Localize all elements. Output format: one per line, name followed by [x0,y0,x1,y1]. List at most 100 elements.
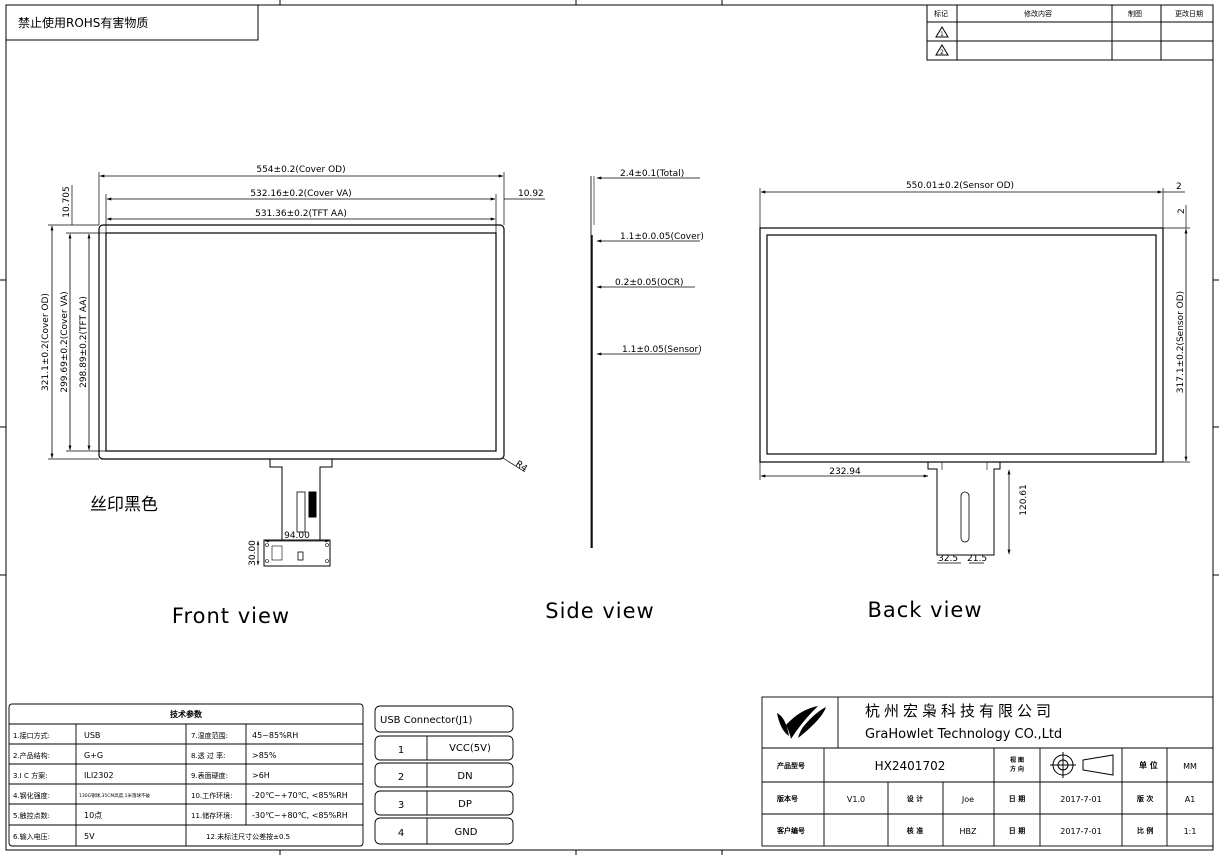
dim-top-offset: 10.705 [62,186,72,218]
dim-right-offset: 10.92 [518,189,544,199]
spec-label: 3.I C 方案: [13,771,47,780]
dim-sensor-od-h: 317.1±0.2(Sensor OD) [1176,291,1186,393]
label-approver: 核 准 [907,826,923,835]
spec-row-5: 5.触控点数: 10点 11.储存环境: -30℃~+80℃, <85%RH [13,811,348,820]
projection-symbol-icon [1050,752,1114,778]
spec-value: 5V [84,832,95,841]
dim-sensor-od-w: 550.01±0.2(Sensor OD) [906,181,1014,191]
dim-corner-radius: R4 [513,459,529,474]
rev-row-2: 2 [940,49,944,56]
usb-pin-number: 4 [398,828,404,839]
unit-value: MM [1183,762,1197,771]
back-view-drawing [759,188,1190,564]
approver-value: HBZ [960,827,978,836]
spec-label: 5.触控点数: [13,811,50,820]
dim-right-gap: 2 [1176,182,1182,192]
rev-header-drawer: 制图 [1128,9,1142,18]
scale-value: 1:1 [1184,827,1197,836]
label-view-direction-b: 方 向 [1010,765,1024,773]
dim-tft-aa-h: 298.89±0.2(TFT AA) [79,296,89,388]
dim-fpc-w1: 32.5 [938,554,958,564]
print-color-note: 丝印黑色 [90,495,158,515]
usb-pin-number: 2 [398,772,404,783]
spec-label: 11.储存环境: [191,811,233,820]
side-view-drawing [590,176,700,548]
dim-cover-thickness: 1.1±0.0.05(Cover) [620,232,704,242]
label-unit: 单 位 [1139,760,1158,770]
dim-sensor-thickness: 1.1±0.05(Sensor) [622,345,702,355]
usb-pin-name: DP [458,799,472,810]
label-approve-date: 日 期 [1009,826,1025,835]
sheet-border [5,4,1214,851]
usb-connector-frames [374,705,514,845]
version-value: V1.0 [847,795,865,804]
product-model-value: HX2401702 [875,759,946,773]
label-view-direction-a: 视 图 [1010,756,1024,764]
spec-value: 45~85%RH [252,731,298,740]
spec-value: >6H [252,771,270,780]
usb-pin-number: 3 [398,800,404,811]
label-version: 版本号 [777,794,798,803]
spec-value: G+G [84,751,103,760]
spec-value: >85% [252,751,277,760]
usb-connector-title: USB Connector(J1) [380,715,472,726]
revision-table [926,4,1214,61]
spec-row-3: 3.I C 方案: ILI2302 9.表面硬度: >6H [13,771,270,780]
side-view-label: Side view [545,599,654,623]
design-date-value: 2017-7-01 [1060,795,1101,804]
spec-value: 10点 [84,811,102,820]
company-name-en: GraHowlet Technology CO.,Ltd [865,727,1062,742]
dim-fpc-height: 30.00 [248,540,258,566]
spec-note: 12.未标注尺寸公差按±0.5 [206,832,290,841]
usb-pin-name: VCC(5V) [449,743,491,754]
dim-fpc-length: 120.61 [1019,484,1029,516]
label-scale: 比 例 [1137,826,1153,835]
spec-value: -20℃~+70℃, <85%RH [252,791,348,800]
spec-row-2: 2.产品结构: G+G 8.透 过 率: >85% [13,751,277,760]
dim-cover-od-w: 554±0.2(Cover OD) [256,165,345,175]
spec-row-1: 1.接口方式: USB 7.湿度范围: 45~85%RH [13,731,298,740]
spec-label: 4.钢化强度: [13,791,50,800]
spec-label: 1.接口方式: [13,731,50,740]
dim-top-gap: 2 [1177,208,1187,214]
spec-row-4: 4.钢化强度: 130G钢球,35CM高度,1米落球不破 10.工作环境: -2… [13,791,348,800]
label-revision: 版 次 [1137,794,1153,803]
spec-label: 8.透 过 率: [191,751,226,760]
spec-value: USB [84,731,100,740]
label-product-model: 产品型号 [777,761,805,770]
spec-row-6: 6.输入电压: 5V 12.未标注尺寸公差按±0.5 [13,832,290,841]
revision-value: A1 [1185,795,1196,804]
rev-header-content: 修改内容 [1024,9,1052,18]
spec-table-title: 技术参数 [170,709,203,719]
usb-pin-name: GND [455,827,478,838]
approve-date-value: 2017-7-01 [1060,827,1101,836]
usb-pin-name: DN [457,771,472,782]
front-view-label: Front view [172,604,290,628]
spec-value: ILI2302 [84,771,114,780]
company-logo [777,706,826,739]
front-view-drawing [48,172,545,567]
label-designer: 设 计 [907,794,923,803]
rev-header-date: 更改日期 [1175,9,1203,18]
back-view-label: Back view [867,598,982,622]
label-design-date: 日 期 [1009,794,1025,803]
spec-label: 2.产品结构: [13,751,50,760]
spec-label: 7.湿度范围: [191,731,228,740]
dim-cover-va-h: 299.69±0.2(Cover VA) [60,291,70,392]
dim-fpc-width: 94.00 [284,531,310,541]
dim-cover-od-h: 321.1±0.2(Cover OD) [41,293,51,391]
dim-tft-aa-w: 531.36±0.2(TFT AA) [255,209,347,219]
spec-table-grid [8,703,364,847]
rohs-box [5,4,259,41]
label-customer-code: 客户编号 [776,826,805,835]
dim-fpc-offset: 232.94 [829,467,861,477]
dim-cover-va-w: 532.16±0.2(Cover VA) [250,189,351,199]
rev-row-1: 1 [940,31,944,38]
usb-pin-number: 1 [398,745,404,756]
dim-ocr-thickness: 0.2±0.05(OCR) [615,278,684,288]
dim-fpc-w2: 21.5 [967,554,987,564]
spec-label: 10.工作环境: [191,791,233,800]
designer-value: Joe [961,795,974,804]
